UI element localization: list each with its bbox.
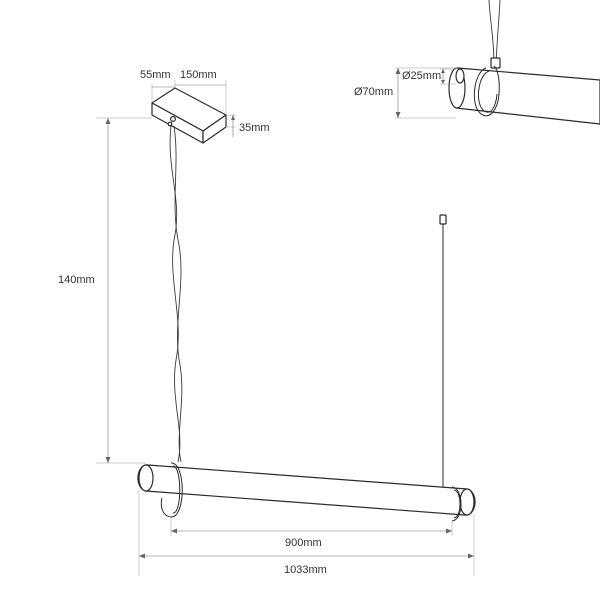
ring-clamp-left — [160, 462, 183, 518]
light-tube — [137, 462, 476, 522]
tube-body — [137, 464, 476, 516]
detail-clamp-icon — [490, 57, 501, 69]
wire-gripper-icon — [439, 214, 447, 225]
cable-gland-icon — [170, 115, 177, 122]
detail-view — [448, 0, 600, 125]
canopy-depth-label: 55mm — [140, 69, 171, 81]
ring-clamp-right — [451, 486, 462, 522]
tube-right-end-cap — [459, 488, 475, 516]
ceiling-canopy — [151, 87, 227, 144]
total-length-dimension — [138, 490, 475, 576]
tube-diameter-label: Ø70mm — [354, 86, 393, 98]
suspension-height-label: 140mm — [58, 274, 95, 286]
suspension-height-dimension — [96, 117, 152, 464]
diameter-dimensions — [395, 67, 458, 119]
cable-clamp-icon — [167, 121, 173, 127]
canopy-length-label: 150mm — [180, 69, 217, 81]
detail-ring-clamp — [473, 65, 500, 117]
canopy-height-dimension — [226, 114, 236, 137]
total-length-label: 1033mm — [284, 564, 327, 576]
suspension-cables-left — [169, 125, 183, 463]
suspension-cable-right — [439, 214, 447, 492]
canopy-height-label: 35mm — [239, 122, 270, 134]
ring-diameter-label: Ø25mm — [402, 70, 441, 82]
canopy-dimension-lines — [151, 80, 227, 115]
detail-ring-hole — [455, 68, 465, 84]
tube-left-end-cap — [138, 464, 154, 492]
light-length-dimension — [170, 518, 453, 536]
light-length-label: 900mm — [285, 537, 322, 549]
